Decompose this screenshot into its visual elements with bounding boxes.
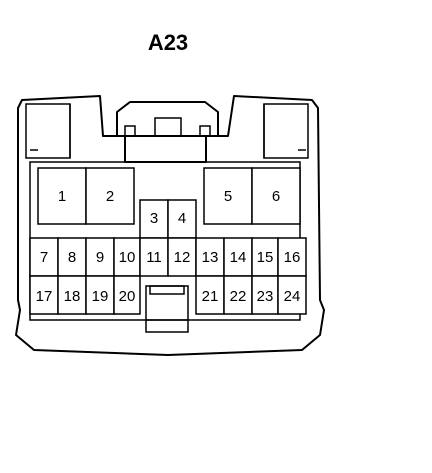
pin-cell-19: 19 [85,275,115,315]
pin-cell-6: 6 [251,167,301,225]
pin-label-21: 21 [202,288,219,305]
pin-label-16: 16 [284,249,301,266]
pin-cell-9: 9 [85,237,115,277]
pin-label-7: 7 [40,249,48,266]
pin-cell-1: 1 [37,167,87,225]
lock-tab [116,101,219,137]
pin-label-9: 9 [96,249,104,266]
pin-cell-10: 10 [113,237,141,277]
pin-label-11: 11 [146,249,162,266]
pin-cell-2: 2 [85,167,135,225]
pin-cell-4: 4 [167,199,197,239]
pin-cell-13: 13 [195,237,225,277]
pin-cell-18: 18 [57,275,87,315]
pin-cell-7: 7 [29,237,59,277]
pin-cell-12: 12 [167,237,197,277]
pin-label-20: 20 [119,288,136,305]
pin-label-5: 5 [224,188,232,205]
pin-cell-21: 21 [195,275,225,315]
pin-cell-5: 5 [203,167,253,225]
pin-label-10: 10 [119,249,136,266]
pin-label-18: 18 [64,288,81,305]
pin-label-17: 17 [36,288,53,305]
pin-label-3: 3 [150,210,158,227]
pin-cell-11: 11 [139,237,169,277]
pin-label-23: 23 [257,288,274,305]
center-gap [145,285,189,321]
pin-label-12: 12 [174,249,191,266]
pin-cell-16: 16 [277,237,307,277]
bottom-key [145,320,189,333]
pin-label-6: 6 [272,188,280,205]
pin-cell-23: 23 [251,275,279,315]
pin-cell-24: 24 [277,275,307,315]
pin-label-19: 19 [92,288,109,305]
pin-cell-20: 20 [113,275,141,315]
pin-label-22: 22 [230,288,247,305]
lock-tab-slot-right [199,125,211,137]
connector-title: A23 [148,30,188,55]
pin-label-14: 14 [230,249,247,266]
pin-label-15: 15 [257,249,274,266]
pin-label-4: 4 [178,210,186,227]
pin-label-8: 8 [68,249,76,266]
lock-tab-center [154,117,182,137]
pin-label-1: 1 [58,188,66,205]
pin-cell-14: 14 [223,237,253,277]
pin-cell-3: 3 [139,199,169,239]
connector-housing [15,95,325,356]
pin-cell-22: 22 [223,275,253,315]
lock-tab-slot-left [124,125,136,137]
key-slot [149,285,185,295]
pin-cell-15: 15 [251,237,279,277]
pin-label-2: 2 [106,188,114,205]
pin-label-24: 24 [284,288,301,305]
pin-cell-17: 17 [29,275,59,315]
pin-label-13: 13 [202,249,219,266]
pin-cell-8: 8 [57,237,87,277]
